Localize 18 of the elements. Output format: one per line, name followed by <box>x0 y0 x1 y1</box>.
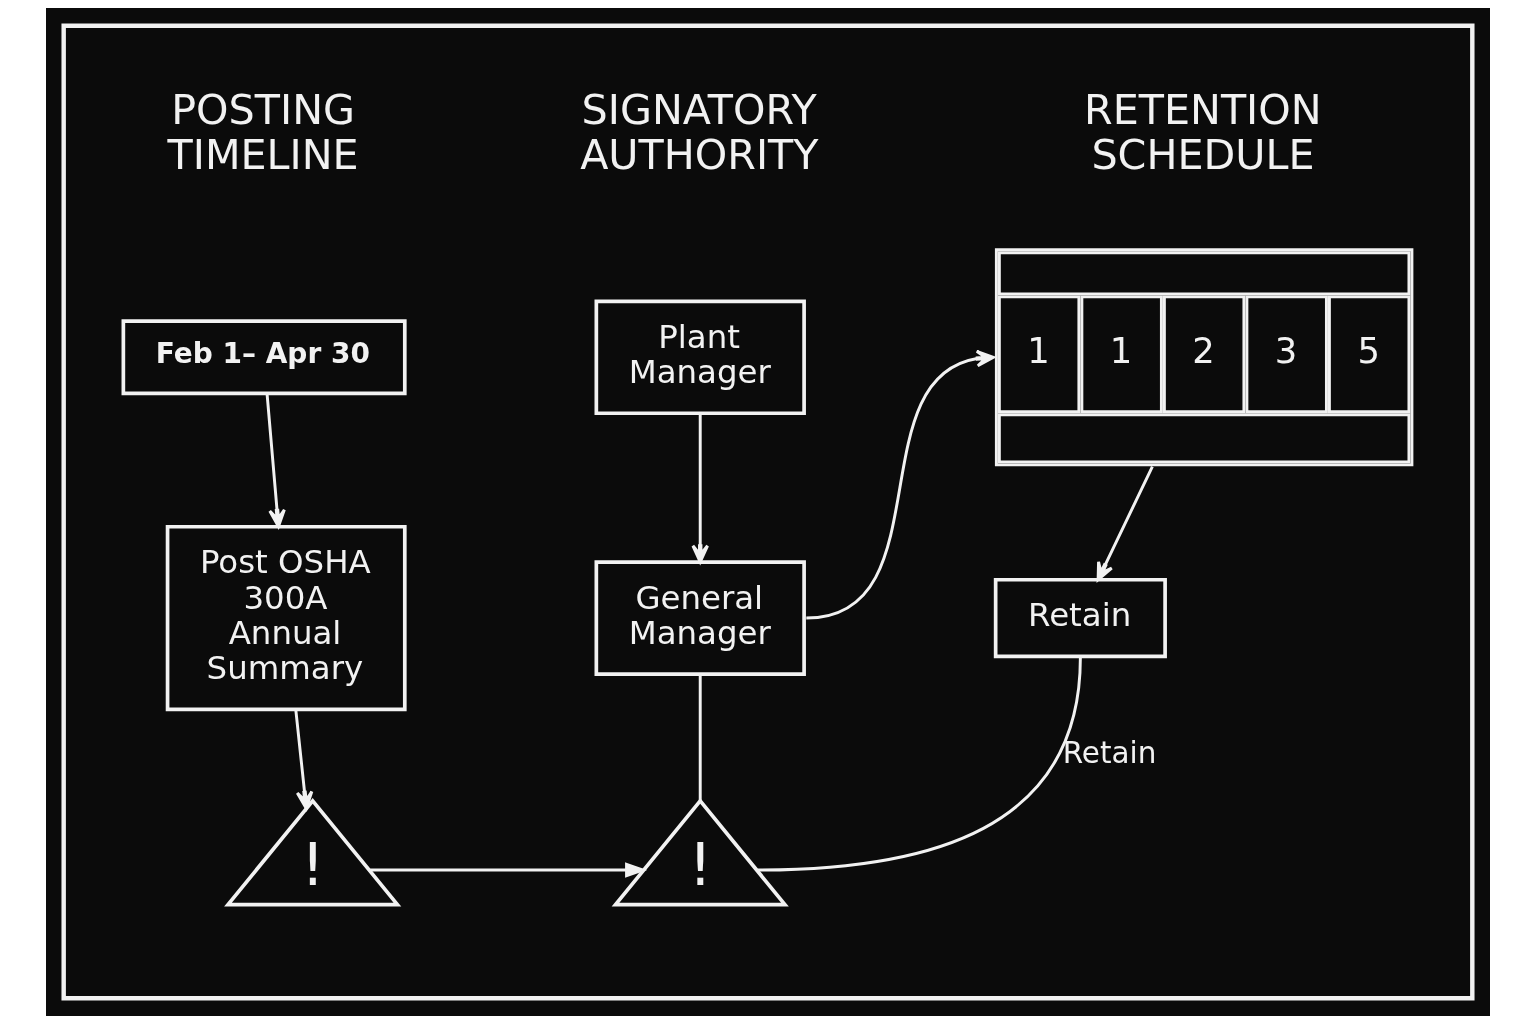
arrow <box>1096 466 1154 582</box>
node-box: Feb 1– Apr 30 <box>121 319 407 396</box>
node-box: Retain <box>993 577 1167 659</box>
node-box: Plant Manager <box>594 299 806 416</box>
label: RETENTION SCHEDULE <box>1084 85 1322 180</box>
arrow <box>370 862 648 878</box>
arrow <box>294 709 314 810</box>
label: POSTING TIMELINE <box>167 85 359 180</box>
arrow <box>691 413 709 564</box>
edge-label: Retain <box>1062 735 1157 770</box>
cluster <box>61 23 1475 1001</box>
label: SIGNATORY AUTHORITY <box>580 85 819 180</box>
connector <box>757 657 1082 872</box>
arrow <box>806 349 995 620</box>
node-box: General Manager <box>594 560 806 676</box>
arrow <box>265 393 286 528</box>
connector <box>698 675 702 801</box>
node-box: Post OSHA 300A Annual Summary <box>165 524 407 712</box>
